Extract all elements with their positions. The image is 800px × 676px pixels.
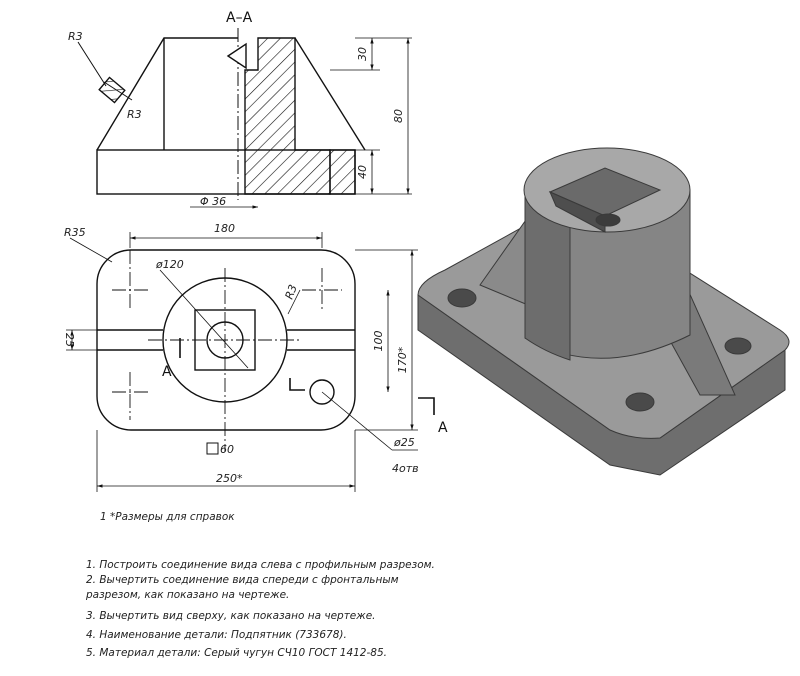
section-mark-right: A <box>438 420 448 436</box>
note-item: 1. Построить соединение вида слева с про… <box>86 559 435 571</box>
dim-square: 60 <box>220 443 234 456</box>
note-item: 4. Наименование детали: Подпятник (73367… <box>86 629 347 641</box>
isometric-model <box>417 147 790 476</box>
top-dimension-labels: R35 180 ø120 R3 25 100 170* 60 250* ø25 … <box>63 222 448 485</box>
reference-note: 1 *Размеры для справок <box>100 511 235 523</box>
dim-width-center: 180 <box>214 222 235 235</box>
front-section-view: A–A <box>77 10 412 209</box>
notes-block: 1 *Размеры для справок 1. Построить соед… <box>85 511 435 659</box>
dim-r-corner: R35 <box>64 226 86 239</box>
section-mark-left: A <box>162 364 172 380</box>
dim-hole-dia: ø25 <box>393 436 415 449</box>
dim-len-total: 170* <box>396 346 409 373</box>
top-view <box>66 232 435 492</box>
note-item: разрезом, как показано на чертеже. <box>85 589 289 601</box>
dim-r-top: R3 <box>68 30 83 43</box>
dim-web-thk: 25 <box>63 333 76 347</box>
dim-bore: Φ 36 <box>200 195 226 208</box>
dim-base-height: 40 <box>356 165 369 179</box>
dim-r-web: R3 <box>283 283 300 301</box>
dim-holes-count: 4отв <box>392 462 419 475</box>
dim-total-height: 80 <box>392 109 405 123</box>
dim-boss-dia: ø120 <box>155 258 184 271</box>
front-dimension-labels: R3 R3 30 80 40 Φ 36 <box>68 30 405 208</box>
dim-r-rib: R3 <box>127 108 142 121</box>
dim-len-center: 100 <box>372 331 385 352</box>
note-item: 2. Вычертить соединение вида спереди с ф… <box>86 574 399 586</box>
dim-width-total: 250* <box>216 472 243 485</box>
square-symbol <box>206 442 219 455</box>
note-item: 3. Вычертить вид сверху, как показано на… <box>86 610 376 622</box>
dim-top-height: 30 <box>356 47 369 61</box>
section-title: A–A <box>226 10 253 26</box>
note-item: 5. Материал детали: Серый чугун СЧ10 ГОС… <box>86 647 387 659</box>
